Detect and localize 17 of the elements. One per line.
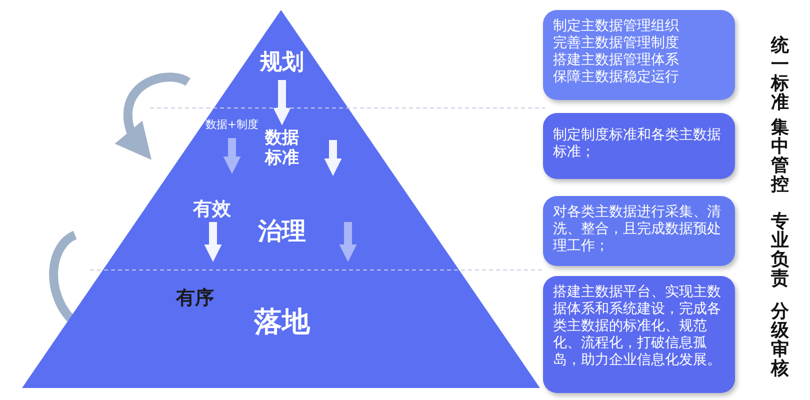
arrow bbox=[273, 80, 291, 126]
tier-label: 治理 bbox=[256, 218, 308, 248]
description-box: 对各类主数据进行采集、清洗、整合，且完成数据预处理工作； bbox=[543, 196, 735, 266]
side-label: 有序 bbox=[176, 286, 214, 311]
tier-label: 规划 bbox=[259, 50, 305, 78]
tier-label: 落地 bbox=[251, 306, 313, 340]
principle-label: 统一标准 bbox=[770, 36, 790, 112]
description-box: 制定制度标准和各类主数据标准； bbox=[543, 113, 735, 179]
side-label: 有效 bbox=[193, 197, 231, 222]
description-box: 搭建主数据平台、实现主数据体系和系统建设，完成各类主数据的标准化、规范化、流程化，打破信息孤岛，助力企业信息化发展。 bbox=[543, 276, 735, 393]
description-box: 制定主数据管理组织完善主数据管理制度搭建主数据管理体系保障主数据稳定运行 bbox=[543, 10, 735, 100]
tier-label: 数据标准 bbox=[263, 129, 301, 171]
principle-label: 分级审核 bbox=[770, 302, 790, 378]
principle-label: 专业负责 bbox=[770, 212, 790, 288]
pyramid bbox=[22, 10, 540, 388]
principle-label: 集中管控 bbox=[770, 118, 790, 194]
tier-label: 数据+制度 bbox=[203, 119, 261, 133]
